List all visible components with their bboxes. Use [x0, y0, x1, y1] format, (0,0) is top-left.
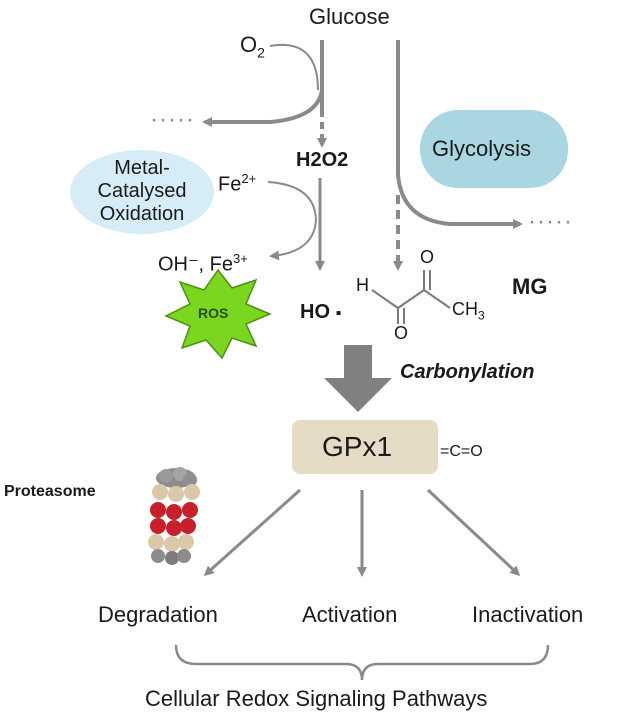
glycolysis-blob: [420, 110, 568, 188]
activation-label: Activation: [302, 602, 398, 627]
oh-fe3-label: OH⁻, Fe3+: [158, 252, 248, 275]
pathways-brace: [174, 644, 550, 681]
gpx1-label: GPx1: [322, 431, 393, 462]
ros-starburst: [164, 268, 272, 360]
glucose-label: Glucose: [309, 4, 390, 29]
degradation-label: Degradation: [98, 602, 218, 627]
to-dots-left-arrow: [202, 89, 324, 127]
mg-label: MG: [512, 274, 548, 299]
gpx1-box: [292, 420, 438, 474]
ho-label: HO ▪: [300, 302, 341, 322]
glycolysis-curve-arrow: [396, 174, 523, 229]
o2-subscript: 2: [257, 44, 265, 61]
carbonylation-label: Carbonylation: [400, 361, 535, 383]
mg-h-label: H: [356, 275, 369, 295]
mg-ch3-label: CH3: [452, 300, 485, 322]
degradation-arrow: [203, 488, 301, 576]
mg-ch3-text: CH: [452, 299, 478, 319]
fe2-superscript: 2+: [241, 171, 257, 186]
o2-label: O2: [240, 32, 265, 61]
proteasome-label: Proteasome: [4, 483, 96, 500]
metal-oxidation-line3: Oxidation: [99, 203, 185, 225]
inactivation-label: Inactivation: [472, 602, 584, 627]
proteasome-icon: [148, 467, 200, 565]
metal-oxidation-label: Metal- Catalysed Oxidation: [92, 157, 192, 226]
fe2-text: Fe: [218, 173, 242, 196]
mg-structure: [371, 270, 451, 324]
ho-dot: ▪: [335, 305, 342, 322]
glycolysis-label: Glycolysis: [432, 136, 532, 161]
metal-oxidation-line2: Catalysed: [97, 180, 187, 202]
fe3-superscript: 3+: [233, 251, 248, 266]
carbonylation-arrow: [324, 345, 392, 412]
fe2-label: Fe2+: [218, 172, 256, 195]
mg-o-bottom: O: [394, 323, 409, 343]
pathways-label: Cellular Redox Signaling Pathways: [145, 686, 488, 711]
oh-fe3-text: OH⁻, Fe: [158, 253, 234, 276]
o2-text: O: [240, 32, 258, 57]
metal-oxidation-blob: [70, 150, 214, 234]
mg-o-top: O: [420, 247, 435, 267]
fe-curve-arrow: [267, 181, 318, 261]
mg-ch3-subscript: 3: [478, 308, 485, 323]
h2o2-label: H2O2: [296, 149, 349, 171]
carbonyl-tag: =C=O: [440, 443, 483, 460]
dots-right: ·····: [528, 208, 573, 235]
ho-text: HO: [300, 301, 330, 323]
metal-oxidation-line1: Metal-: [114, 157, 170, 179]
ros-label: ROS: [198, 305, 229, 321]
dots-left: ·····: [150, 106, 195, 133]
o2-curve-arrow: [269, 44, 319, 91]
inactivation-arrow: [426, 488, 521, 577]
